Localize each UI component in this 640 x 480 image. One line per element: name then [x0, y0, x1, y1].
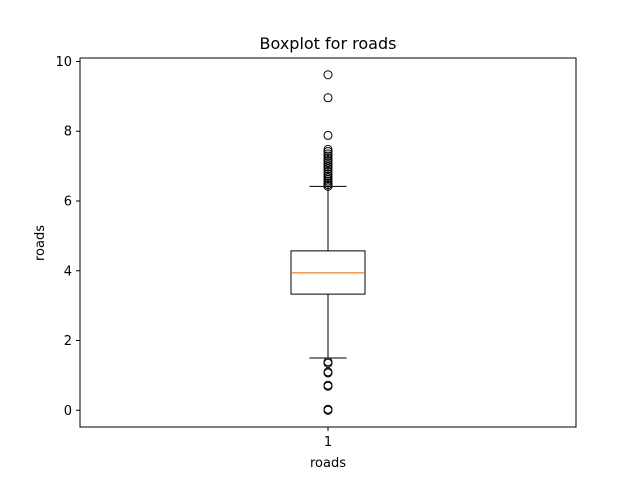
outlier-point — [323, 158, 333, 168]
outlier-point — [323, 367, 333, 377]
outlier-point — [323, 149, 333, 159]
outlier-point — [323, 166, 333, 176]
y-axis-label: roads — [33, 225, 48, 261]
plot-area — [290, 70, 366, 415]
outlier-point — [323, 153, 333, 163]
outlier-point — [323, 156, 333, 166]
outlier-point — [323, 169, 333, 179]
y-tick-label: 10 — [55, 55, 72, 70]
outlier-point — [323, 357, 333, 367]
outlier-point — [323, 160, 333, 170]
box-group — [290, 70, 366, 415]
outlier-point — [323, 380, 333, 390]
y-tick-label: 4 — [64, 264, 72, 279]
x-axis-label: roads — [310, 456, 346, 471]
y-tick-label: 2 — [64, 334, 72, 349]
y-tick-label: 8 — [64, 125, 72, 140]
y-axis: 0 2 4 6 8 10 — [55, 55, 80, 419]
outlier-point — [323, 93, 333, 103]
outlier-point — [323, 171, 333, 181]
outlier-point — [323, 151, 333, 161]
chart-title: Boxplot for roads — [260, 34, 397, 53]
y-tick-label: 6 — [64, 194, 72, 209]
outlier-point — [323, 130, 333, 140]
outlier-point — [323, 144, 333, 154]
outlier-point — [323, 70, 333, 80]
x-tick-label: 1 — [324, 435, 332, 450]
outlier-point — [323, 404, 333, 414]
x-axis: 1 — [324, 427, 332, 450]
y-tick-label: 0 — [64, 404, 72, 419]
outlier-point — [323, 146, 333, 156]
